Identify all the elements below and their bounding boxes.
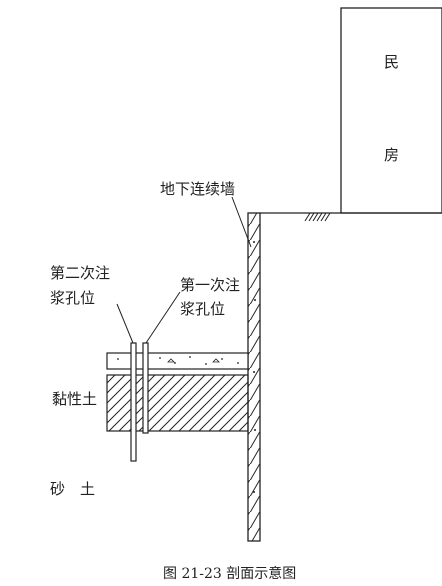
second-grout-pipe — [130, 342, 137, 462]
house-label-1: 民 — [384, 53, 399, 71]
wall-leader-line — [231, 196, 252, 248]
second-grout-label-2: 浆孔位 — [50, 289, 95, 307]
clay-label: 黏性土 — [52, 390, 97, 408]
first-grout-pipe — [142, 342, 149, 434]
house-label-2: 房 — [384, 146, 399, 164]
first-grout-label-2: 浆孔位 — [180, 300, 225, 318]
first-grout-leader — [145, 291, 181, 344]
first-grout-label-1: 第一次注 — [180, 276, 240, 294]
ground-hatch-symbol — [304, 212, 331, 222]
house-outline — [340, 7, 442, 214]
clay-hatched-layer — [106, 374, 249, 432]
second-grout-leader — [116, 303, 134, 344]
wall-label: 地下连续墙 — [160, 180, 235, 198]
sand-label: 砂 土 — [50, 480, 95, 498]
wall-concrete-dots — [253, 241, 256, 493]
second-grout-label-1: 第二次注 — [50, 264, 110, 282]
figure-caption: 图 21-23 剖面示意图 — [163, 565, 296, 582]
upper-grout-layer — [106, 352, 249, 370]
